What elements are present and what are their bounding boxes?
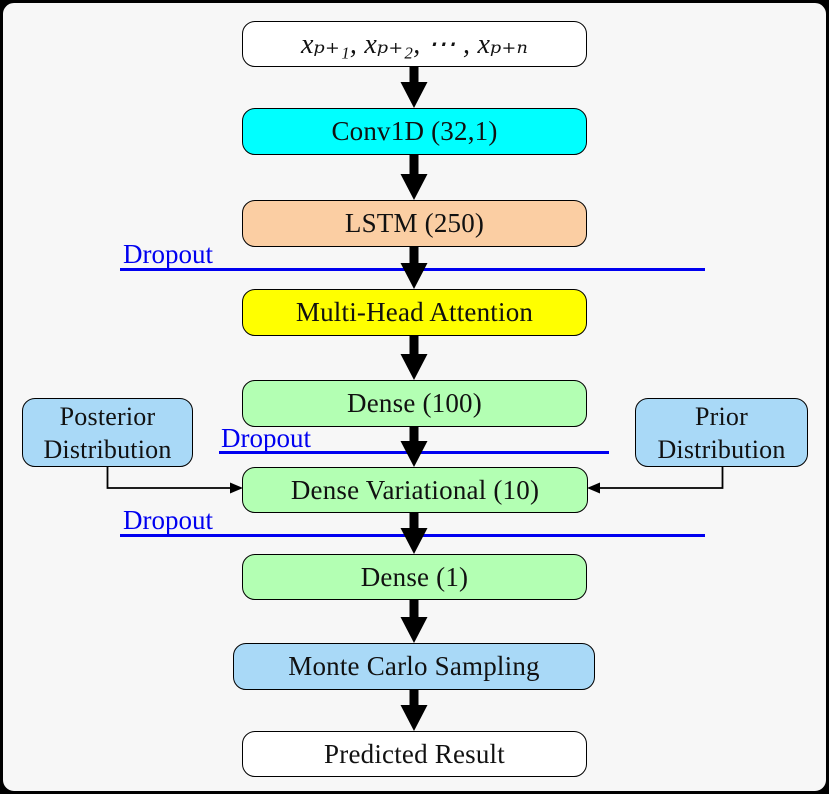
conv1d-label: Conv1D (32,1) [331, 116, 498, 146]
input-sequence-label: xₚ₊₁, xₚ₊₂, ⋯ , xₚ₊ₙ [300, 29, 529, 60]
dropout-label: Dropout [221, 423, 311, 453]
multi-head-attention-label: Multi-Head Attention [295, 297, 534, 327]
conv1d-node: Conv1D (32,1) [242, 108, 587, 155]
dense-1-node: Dense (1) [242, 554, 587, 600]
dropout-label: Dropout [123, 239, 213, 269]
arrow-down-icon [400, 67, 428, 108]
dense-100-label: Dense (100) [347, 388, 482, 418]
prior-distribution-label-line2: Distribution [657, 434, 786, 464]
dense-1-label: Dense (1) [360, 561, 469, 592]
dropout-label: Dropout [123, 505, 213, 535]
posterior-connector-arrow [106, 466, 243, 494]
dense-variational-label: Dense Variational (10) [290, 474, 540, 505]
arrow-down-icon [400, 155, 428, 200]
posterior-distribution-label-line2: Distribution [43, 434, 172, 464]
prior-distribution-node: Prior Distribution [635, 398, 808, 467]
dense-100-node: Dense (100) [242, 380, 587, 427]
monte-carlo-sampling-label: Monte Carlo Sampling [288, 651, 540, 681]
predicted-result-label: Predicted Result [324, 738, 505, 769]
arrow-down-icon [400, 600, 428, 643]
prior-distribution-label-line1: Prior [694, 401, 748, 431]
arrow-down-icon [400, 427, 428, 467]
multi-head-attention-node: Multi-Head Attention [242, 289, 587, 336]
arrow-down-icon [400, 247, 428, 289]
prior-connector-arrow [587, 466, 724, 494]
dense-variational-node: Dense Variational (10) [242, 467, 588, 513]
posterior-distribution-node: Posterior Distribution [22, 398, 193, 467]
lstm-node: LSTM (250) [242, 200, 587, 247]
monte-carlo-sampling-node: Monte Carlo Sampling [233, 643, 595, 690]
input-sequence-node: xₚ₊₁, xₚ₊₂, ⋯ , xₚ₊ₙ [242, 21, 587, 67]
posterior-distribution-label-line1: Posterior [59, 401, 156, 431]
arrow-down-icon [400, 513, 428, 554]
arrow-down-icon [400, 336, 428, 380]
predicted-result-node: Predicted Result [242, 731, 587, 777]
arrow-down-icon [400, 690, 428, 731]
lstm-label: LSTM (250) [344, 208, 485, 238]
